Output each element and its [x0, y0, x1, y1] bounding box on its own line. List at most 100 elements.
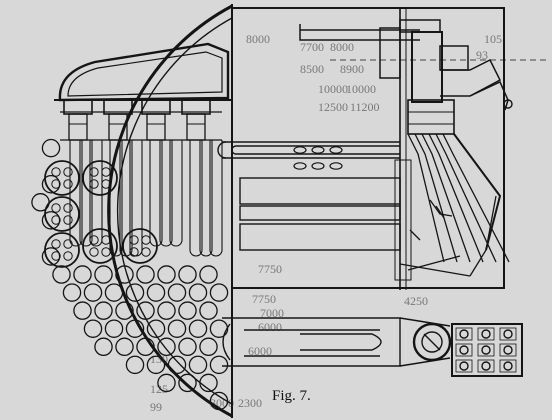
tube-end	[73, 265, 92, 284]
tube-end	[94, 301, 113, 320]
figure-caption: Fig. 7.	[272, 388, 311, 404]
header-tube-end	[481, 345, 491, 355]
flue-bore	[141, 235, 151, 245]
tube-end	[115, 337, 134, 357]
header-block-outline	[451, 323, 523, 377]
tube-casing-edge	[453, 133, 502, 251]
flue-ring	[44, 196, 80, 232]
flue-bore	[51, 167, 61, 177]
steam-pipe-assembly	[299, 19, 548, 111]
generating-tube	[428, 133, 484, 263]
bleed-through-number: 10000	[346, 82, 376, 96]
bleed-through-number: 8000	[330, 40, 354, 54]
tube-end	[178, 265, 197, 284]
bleed-through-number: 125	[150, 382, 168, 396]
bleed-through-number: 8500	[300, 62, 324, 76]
tube-end	[188, 355, 208, 375]
bleed-through-number: 12500	[318, 100, 348, 114]
tube-end	[199, 337, 218, 357]
bleed-through-number: 6000	[258, 320, 282, 334]
bleed-through-number: 7750	[258, 262, 282, 276]
flue-bore	[51, 215, 61, 225]
flue-bore	[89, 179, 99, 189]
flue-ring	[82, 160, 118, 196]
header-cell	[455, 343, 473, 357]
flue-bore	[63, 251, 73, 261]
tube-end	[188, 319, 208, 338]
tube-oval	[329, 146, 343, 154]
generating-tube	[421, 133, 471, 263]
bleed-through-number: 3000	[210, 396, 234, 410]
tube-end	[94, 337, 113, 357]
bleed-through-number: 7000	[260, 306, 284, 320]
tube-end	[83, 319, 103, 338]
tube-end	[62, 283, 82, 302]
horizontal-tubes	[217, 141, 401, 251]
header-tube-end	[459, 345, 469, 355]
u-tube	[169, 140, 183, 247]
tube-end	[136, 301, 155, 320]
tube-end	[73, 301, 92, 320]
tube-oval	[293, 162, 307, 170]
tube-end	[125, 355, 145, 375]
tube-end	[157, 373, 176, 393]
tube-end	[199, 373, 218, 393]
header-cell	[477, 359, 495, 373]
tube-end	[178, 373, 197, 393]
tube-end	[199, 301, 218, 320]
bleed-through-number: 2300	[238, 396, 262, 410]
flue-bore	[63, 179, 73, 189]
damper-linkage	[399, 195, 497, 277]
flue-bore	[51, 251, 61, 261]
flue-bore	[89, 167, 99, 177]
header-cell	[477, 343, 495, 357]
tube-end	[178, 301, 197, 320]
tube-plates	[60, 99, 222, 141]
tube-end	[136, 265, 155, 284]
vertical-u-tubes	[69, 140, 223, 257]
flue-bore	[129, 235, 139, 245]
header-cell	[499, 343, 517, 357]
tube-end	[83, 283, 103, 302]
flue-bore	[129, 247, 139, 257]
tube-end	[178, 337, 197, 357]
flue-ring	[122, 228, 158, 264]
header-cell	[477, 327, 495, 341]
flue-bore	[101, 247, 111, 257]
tube-oval	[293, 146, 307, 154]
tube-end	[209, 319, 229, 338]
tube-oval	[311, 146, 325, 154]
flue-bore	[63, 203, 73, 213]
tube-end	[209, 391, 229, 411]
flue-bore	[101, 235, 111, 245]
casing-frame	[231, 7, 505, 290]
nipple-body	[68, 113, 88, 141]
flue-bore	[51, 239, 61, 249]
tube-end	[167, 319, 187, 338]
header-cell	[499, 359, 517, 373]
u-tube	[209, 140, 223, 257]
header-tube-end	[503, 345, 513, 355]
header-tube-end	[481, 361, 491, 371]
tube-end	[146, 283, 166, 302]
header-cell	[499, 327, 517, 341]
tube-end	[157, 265, 176, 284]
tube-end	[188, 283, 208, 302]
bleed-through-number: 7700	[300, 40, 324, 54]
bleed-through-number: 8000	[246, 32, 270, 46]
generating-tube	[414, 133, 458, 263]
header-block-tube-grid	[451, 323, 523, 377]
generating-tube	[435, 133, 497, 263]
tube-end	[157, 301, 176, 320]
tube-end	[136, 337, 155, 357]
tube-end	[125, 319, 145, 338]
header-cell	[455, 327, 473, 341]
tube-oval	[311, 162, 325, 170]
tube-end	[104, 283, 124, 302]
tube-end	[94, 265, 113, 284]
u-tube	[159, 140, 173, 247]
nipple-body	[146, 113, 166, 141]
flue-bore	[63, 215, 73, 225]
